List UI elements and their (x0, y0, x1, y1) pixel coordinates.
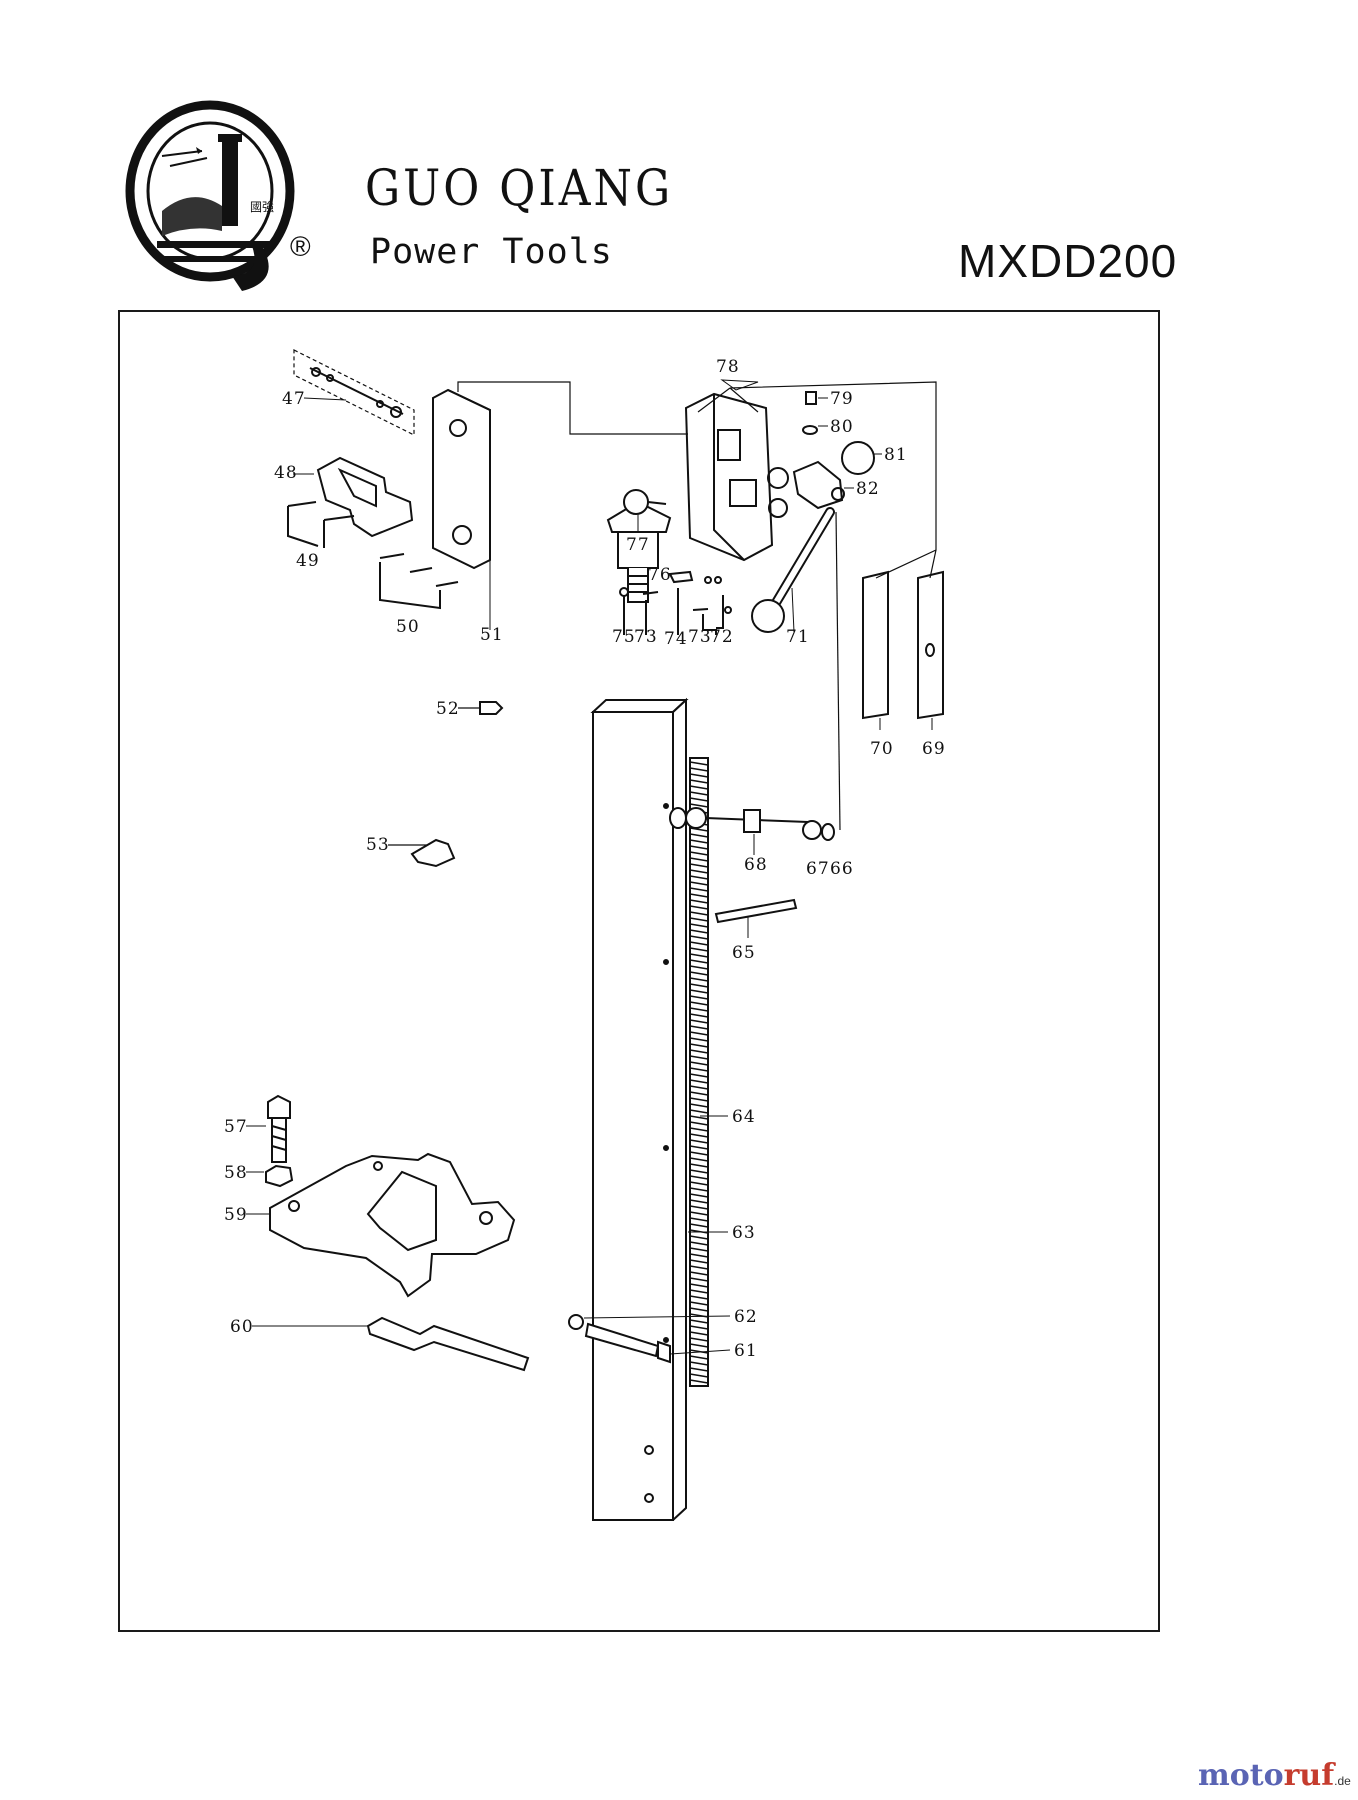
callout-50: 50 (396, 617, 420, 637)
callout-49: 49 (296, 551, 320, 571)
callout-63: 63 (732, 1223, 756, 1243)
callout-74: 74 (664, 629, 688, 649)
part-52-screw (458, 701, 504, 715)
part-67-washer (802, 820, 822, 840)
callout-73b: 73 (688, 627, 712, 647)
part-50-screws (379, 553, 459, 610)
callout-51: 51 (480, 625, 504, 645)
callout-81: 81 (884, 445, 908, 465)
part-69-plate (917, 570, 944, 720)
callout-48: 48 (274, 463, 298, 483)
part-49-screws (287, 501, 355, 548)
callout-77: 77 (626, 535, 650, 555)
part-63-column (590, 697, 689, 1521)
part-66-ring (821, 823, 835, 841)
callout-73a: 73 (634, 627, 658, 647)
callout-leaders (246, 397, 933, 1355)
part-58-nut (265, 1164, 294, 1188)
callout-59: 59 (224, 1205, 248, 1225)
part-53-pin (388, 838, 456, 868)
callout-79: 79 (830, 389, 854, 409)
callout-52: 52 (436, 699, 460, 719)
callout-65: 65 (732, 943, 756, 963)
page-header: 國強 ® GUO QIANG Power Tools MXDD200 (0, 0, 1358, 300)
part-81-ball (841, 441, 875, 475)
callout-58: 58 (224, 1163, 248, 1183)
part-65-key (714, 898, 798, 938)
callout-80: 80 (830, 417, 854, 437)
callout-70: 70 (870, 739, 894, 759)
part-68-shaft (669, 807, 809, 855)
diagram-frame (118, 310, 1160, 1632)
callout-53: 53 (366, 835, 390, 855)
part-79-80-screw-washer (802, 391, 818, 435)
callout-62: 62 (734, 1307, 758, 1327)
brand-name: GUO QIANG (365, 160, 674, 218)
callout-66: 66 (830, 859, 854, 879)
callout-78: 78 (716, 357, 740, 377)
part-71-lever (751, 507, 835, 633)
callout-64: 64 (732, 1107, 756, 1127)
part-70-plate (862, 570, 889, 720)
part-77-knob (623, 489, 667, 532)
guo-qiang-logo-icon: 國強 ® (125, 100, 311, 291)
callout-72: 72 (710, 627, 734, 647)
part-47-shaft-assembly (293, 349, 415, 436)
svg-text:®: ® (290, 231, 311, 262)
callout-75: 75 (612, 627, 636, 647)
callout-61: 61 (734, 1341, 758, 1361)
callout-68: 68 (744, 855, 768, 875)
callout-47: 47 (282, 389, 306, 409)
part-61-bolt (584, 1322, 671, 1364)
callout-76: 76 (648, 565, 672, 585)
part-78-bracket (684, 379, 789, 562)
callout-69: 69 (922, 739, 946, 759)
part-76-cap (606, 500, 672, 603)
parts-72-75-small-screws (619, 570, 732, 635)
svg-text:國強: 國強 (250, 200, 274, 214)
watermark-motoruf: motoruf.de (1198, 1758, 1351, 1793)
callout-82: 82 (856, 479, 880, 499)
callout-67: 67 (806, 859, 830, 879)
callout-71: 71 (786, 627, 810, 647)
brand-subtitle: Power Tools (370, 232, 613, 272)
callout-60: 60 (230, 1317, 254, 1337)
part-60-foot (366, 1316, 530, 1372)
callout-57: 57 (224, 1117, 248, 1137)
part-57-bolt (267, 1094, 291, 1163)
part-48-handle (316, 456, 414, 538)
part-64-rack (689, 757, 709, 1387)
part-82-hub (792, 460, 845, 510)
part-62-washer (568, 1314, 584, 1330)
model-number: MXDD200 (958, 235, 1178, 287)
assembly-lines (457, 381, 937, 831)
part-51-carriage-plate (432, 388, 491, 630)
part-59-base (269, 1152, 516, 1298)
